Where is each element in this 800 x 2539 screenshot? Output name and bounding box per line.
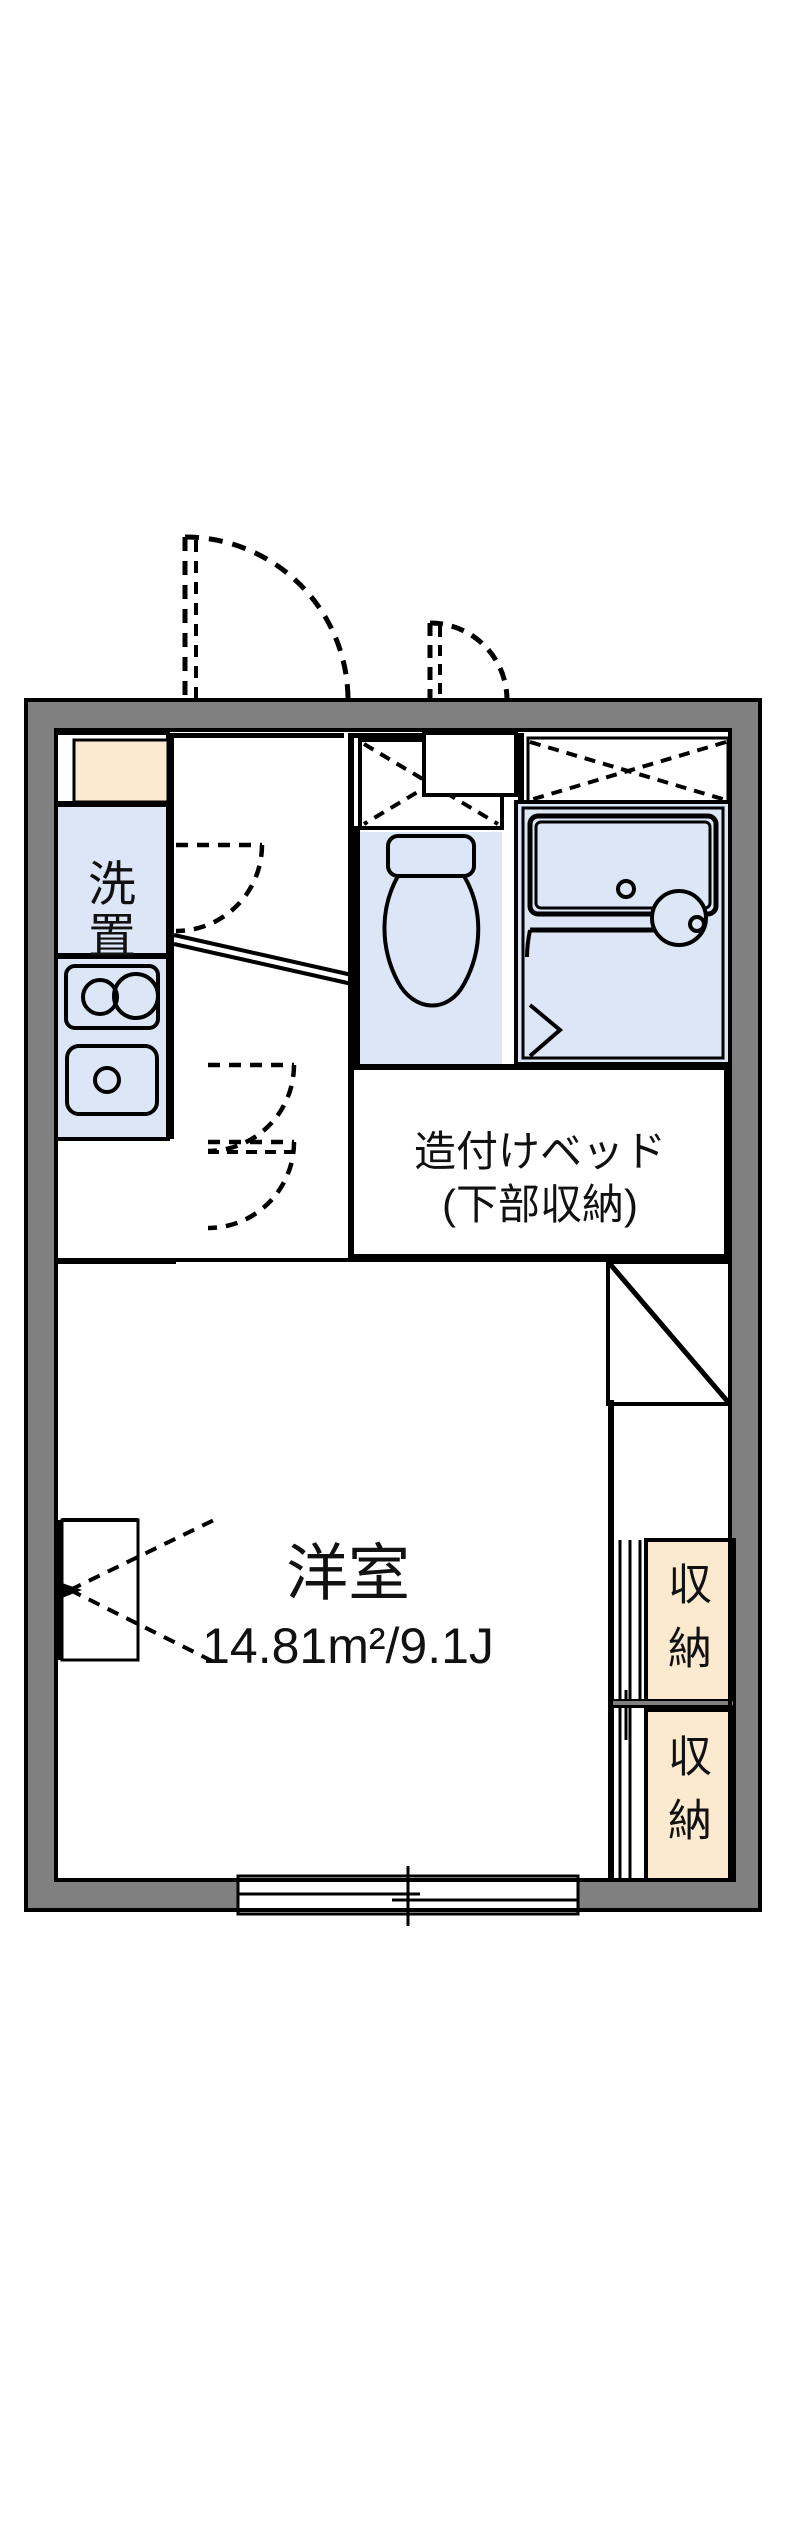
closet-divider xyxy=(611,1699,735,1707)
kitchen-partition-wall xyxy=(168,733,174,1139)
closet-lower xyxy=(644,1708,736,1882)
main-room-top-wall-left xyxy=(56,1258,176,1264)
bed-right-wall xyxy=(724,1064,730,1260)
bed-left-wall xyxy=(348,1064,354,1260)
closet-lower-label-char2: 納 xyxy=(668,1797,712,1846)
wash-basin-drain xyxy=(688,915,706,933)
upper-cabinet-bath xyxy=(526,736,730,806)
window-swing-arrow xyxy=(69,1518,215,1664)
toilet-left-wall xyxy=(348,733,354,1139)
wall-outline-inner xyxy=(54,728,732,1882)
built-in-bed-label-line2: (下部収納) xyxy=(442,1181,638,1228)
laundry-label-char1: 洗 xyxy=(88,859,136,912)
kitchen-sink xyxy=(65,1044,159,1116)
bed-bottom-wall xyxy=(348,1254,730,1260)
balcony-window xyxy=(236,1866,580,1926)
washing-machine-space xyxy=(54,803,170,957)
bathtub-drain xyxy=(616,879,636,899)
laundry-door-swing xyxy=(175,842,265,934)
wall-outline-outer xyxy=(24,698,762,1912)
closet-upper-label-char1: 収 xyxy=(668,1561,712,1610)
stove-burner-large xyxy=(112,972,160,1020)
secondary-door-swing-outer xyxy=(427,620,510,701)
niche-diagonal xyxy=(608,1262,730,1404)
entrance-door-swing-outer xyxy=(182,534,351,701)
toilet-tank xyxy=(386,834,476,878)
main-room-name: 洋室 xyxy=(286,1539,410,1608)
laundry-label-char2: 置 xyxy=(88,911,136,964)
bed-top-wall xyxy=(348,1064,730,1070)
main-room-top-wall xyxy=(56,1258,730,1263)
upper-cabinet-left xyxy=(54,731,170,805)
built-in-bed-label-line1: 造付けベッド xyxy=(414,1128,666,1175)
sink-drain xyxy=(93,1066,121,1094)
closet-lower-label-char1: 収 xyxy=(668,1733,712,1782)
toilet-inner-left-wall xyxy=(354,826,360,1064)
room-door-swing xyxy=(207,1139,297,1231)
toilet-door-swing xyxy=(207,1062,297,1154)
toilet-tank-niche xyxy=(422,731,518,797)
bath-unit xyxy=(514,800,732,1066)
entrance-threshold xyxy=(174,733,344,738)
corner-niche xyxy=(606,1260,732,1406)
bath-counter-curve xyxy=(525,929,532,958)
bathtub-inner xyxy=(534,820,712,910)
window-arrow-head xyxy=(62,1583,82,1598)
side-window-symbol xyxy=(56,1518,215,1664)
toilet xyxy=(382,834,481,1008)
kitchen-unit xyxy=(54,955,170,1141)
closet-upper-label-char2: 納 xyxy=(668,1625,712,1674)
entrance-step-line xyxy=(173,933,353,986)
closet-left-wall xyxy=(608,1400,614,1880)
toilet-bowl xyxy=(382,874,481,1008)
bath-folding-door xyxy=(528,1003,564,1058)
main-room-area: 14.81m²/9.1J xyxy=(202,1618,494,1674)
stove-burner-small xyxy=(81,978,119,1016)
